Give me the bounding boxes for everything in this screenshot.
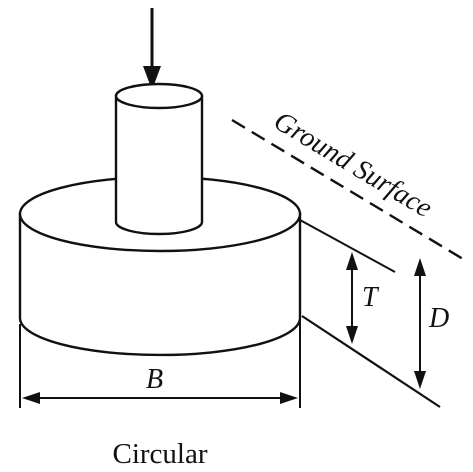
depth-label: D — [428, 303, 449, 334]
footing-top-reference-line — [299, 219, 396, 273]
width-dimension — [19, 320, 301, 408]
column — [114, 82, 204, 236]
thickness-dimension — [346, 252, 358, 344]
width-label: B — [146, 364, 163, 395]
caption: Circular — [112, 438, 207, 470]
thickness-label: T — [362, 282, 380, 313]
depth-dimension — [414, 258, 426, 389]
load-arrow — [143, 8, 161, 90]
footing-base-reference-line — [301, 315, 441, 408]
